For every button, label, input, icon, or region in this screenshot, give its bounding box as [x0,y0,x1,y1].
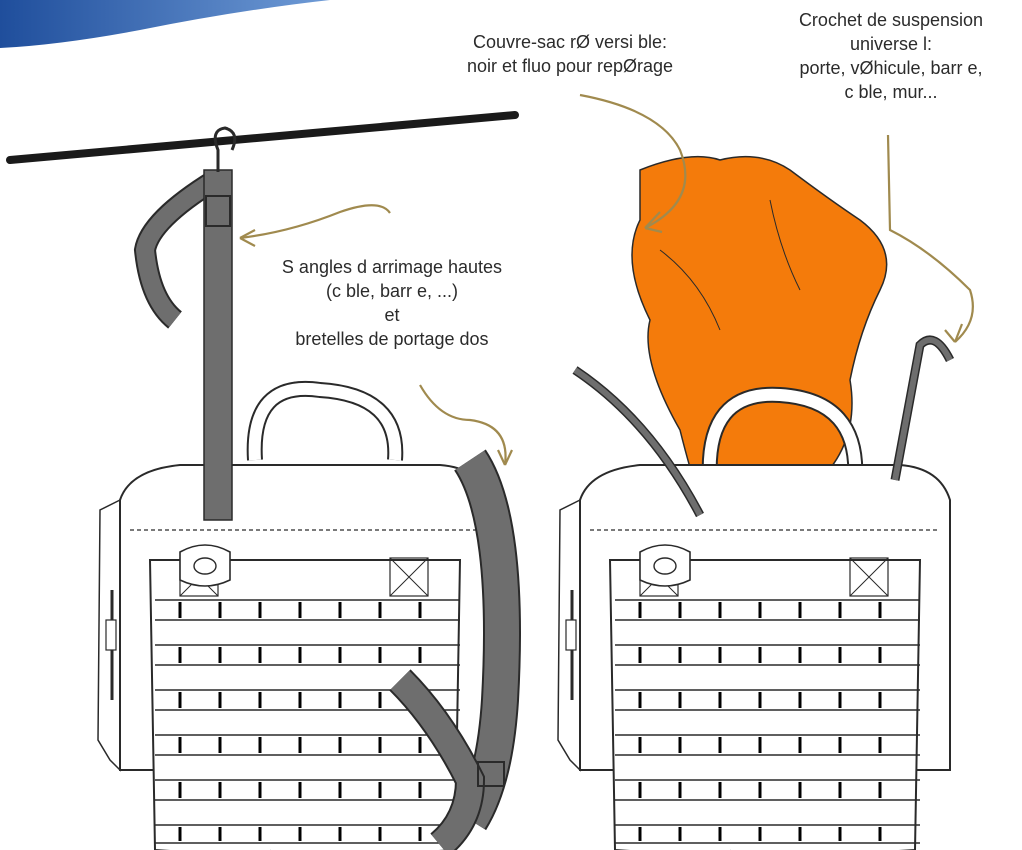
right-bag [558,157,950,850]
label-straps-line-4: bretelles de portage dos [232,327,552,351]
label-straps-line-1: S angles d arrimage hautes [232,255,552,279]
label-straps-line-3: et [232,303,552,327]
label-cover: Couvre-sac rØ versi ble: noir et fluo po… [420,30,720,78]
label-straps: S angles d arrimage hautes (c ble, barr … [232,255,552,351]
label-hook-line-3: porte, vØhicule, barr e, [760,56,1022,80]
arrow-hook [888,135,973,342]
label-hook-line-2: universe l: [760,32,1022,56]
corner-swoosh [0,0,330,48]
label-hook: Crochet de suspension universe l: porte,… [760,8,1022,104]
left-bag [10,115,515,850]
arrow-straps-top [240,205,390,238]
arrow-straps-bottom [420,385,506,465]
label-hook-line-1: Crochet de suspension [760,8,1022,32]
label-hook-line-4: c ble, mur... [760,80,1022,104]
label-straps-line-2: (c ble, barr e, ...) [232,279,552,303]
label-cover-line-2: noir et fluo pour repØrage [420,54,720,78]
label-cover-line-1: Couvre-sac rØ versi ble: [420,30,720,54]
